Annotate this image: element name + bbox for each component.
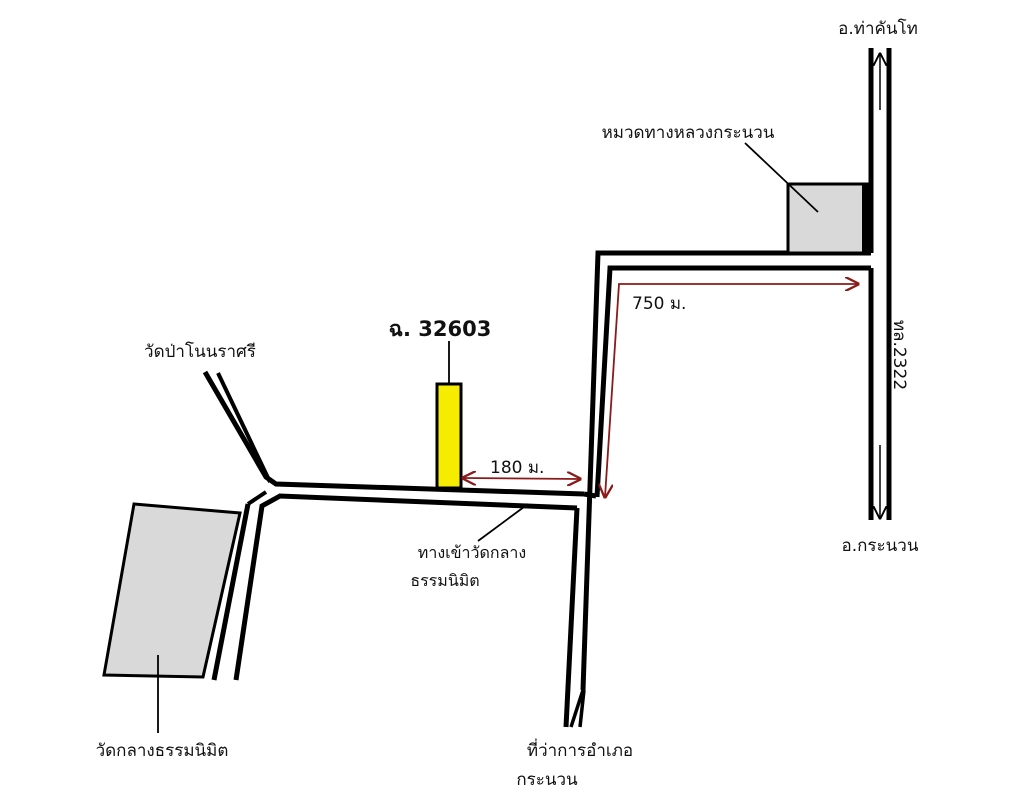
label-tha-khantho: อ.ท่าคันโท <box>838 18 918 39</box>
label-wat-pa: วัดป่าโนนราศรี <box>144 341 256 362</box>
distance-750m-arrow <box>605 284 858 497</box>
distance-180m-arrow <box>463 478 580 479</box>
label-office-line2: กระนวน <box>516 770 578 790</box>
highway-unit-leader <box>744 142 819 213</box>
label-road-2322: ทล.2322 <box>889 320 909 390</box>
label-highway-unit: หมวดทางหลวงกระนวน <box>602 123 775 143</box>
label-distance-180: 180 ม. <box>490 458 544 478</box>
label-entrance-line2: ธรรมนิมิต <box>410 571 479 590</box>
road-to-district-office <box>563 507 580 728</box>
wat-klang-building <box>102 502 242 679</box>
plot-marker <box>435 382 463 490</box>
label-wat-klang: วัดกลางธรรมนิมิต <box>96 741 229 761</box>
label-kranuan-district: อ.กระนวน <box>842 536 919 556</box>
entrance-leader <box>477 503 529 542</box>
entrance-road <box>202 370 597 681</box>
highway-2322 <box>868 48 892 520</box>
label-plot-number: ฉ. 32603 <box>389 317 492 341</box>
label-entrance-line1: ทางเข้าวัดกลาง <box>418 543 526 562</box>
label-distance-750: 750 ม. <box>632 294 686 314</box>
label-office-line1: ที่ว่าการอำเภอ <box>527 738 633 761</box>
